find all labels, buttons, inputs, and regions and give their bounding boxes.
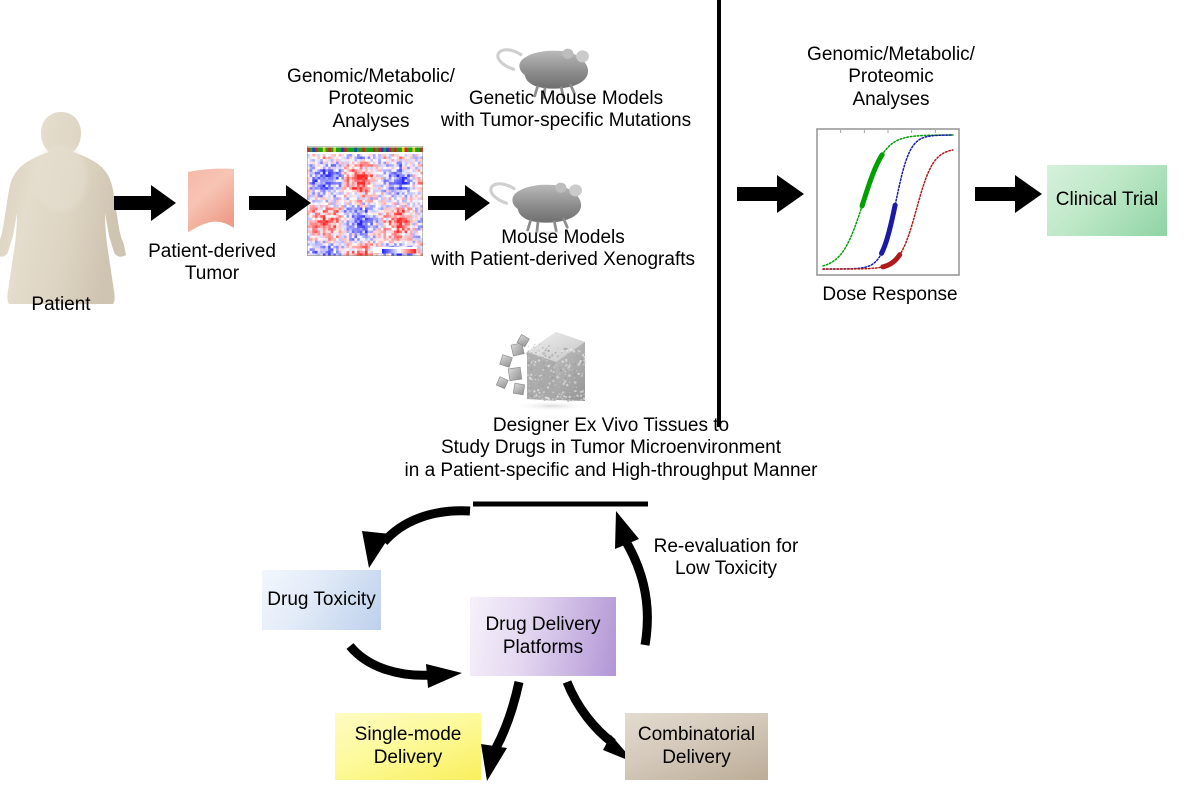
single-mode-delivery-box[interactable]: Single-mode Delivery: [335, 713, 481, 780]
drug-delivery-platforms-box[interactable]: Drug Delivery Platforms: [470, 597, 616, 676]
patient-derived-tumor-label: Patient-derived Tumor: [148, 241, 276, 285]
arrow-tumor-to-heatmap: [249, 185, 311, 221]
arrow-toxicity-to-platforms: [346, 642, 462, 688]
arrow-patient-to-tumor: [114, 185, 176, 221]
genomic-analyses-label-right: Genomic/Metabolic/ Proteomic Analyses: [807, 44, 975, 110]
drug-toxicity-box[interactable]: Drug Toxicity: [262, 570, 381, 630]
clinical-trial-box[interactable]: Clinical Trial: [1047, 165, 1167, 236]
dose-response-chart: [816, 128, 960, 276]
pdx-mouse-models-label: Mouse Models with Patient-derived Xenogr…: [430, 227, 696, 271]
tumor-tissue-icon: [188, 168, 234, 232]
reevaluation-label: Re-evaluation for Low Toxicity: [653, 536, 799, 580]
arrow-exvivo-to-toxicity: [362, 506, 471, 568]
arrow-platforms-to-single-mode: [481, 681, 524, 781]
arrow-models-to-dose-response: [737, 175, 804, 213]
patient-label: Patient: [31, 294, 91, 315]
arrow-dose-to-clinical-trial: [975, 175, 1042, 213]
dose-response-label: Dose Response: [822, 284, 958, 305]
scaffold-cube-icon: [495, 332, 592, 411]
combinatorial-delivery-box[interactable]: Combinatorial Delivery: [625, 713, 768, 780]
heatmap-icon: [307, 146, 423, 256]
arrow-heatmap-to-mouse: [428, 185, 490, 221]
human-silhouette-icon: [0, 112, 126, 304]
heatmap-colorkey: [373, 247, 417, 254]
genomic-analyses-label-left: Genomic/Metabolic/ Proteomic Analyses: [287, 66, 455, 132]
ex-vivo-tissues-label: Designer Ex Vivo Tissues to Study Drugs …: [404, 415, 818, 481]
genetic-mouse-models-label: Genetic Mouse Models with Tumor-specific…: [440, 88, 692, 132]
